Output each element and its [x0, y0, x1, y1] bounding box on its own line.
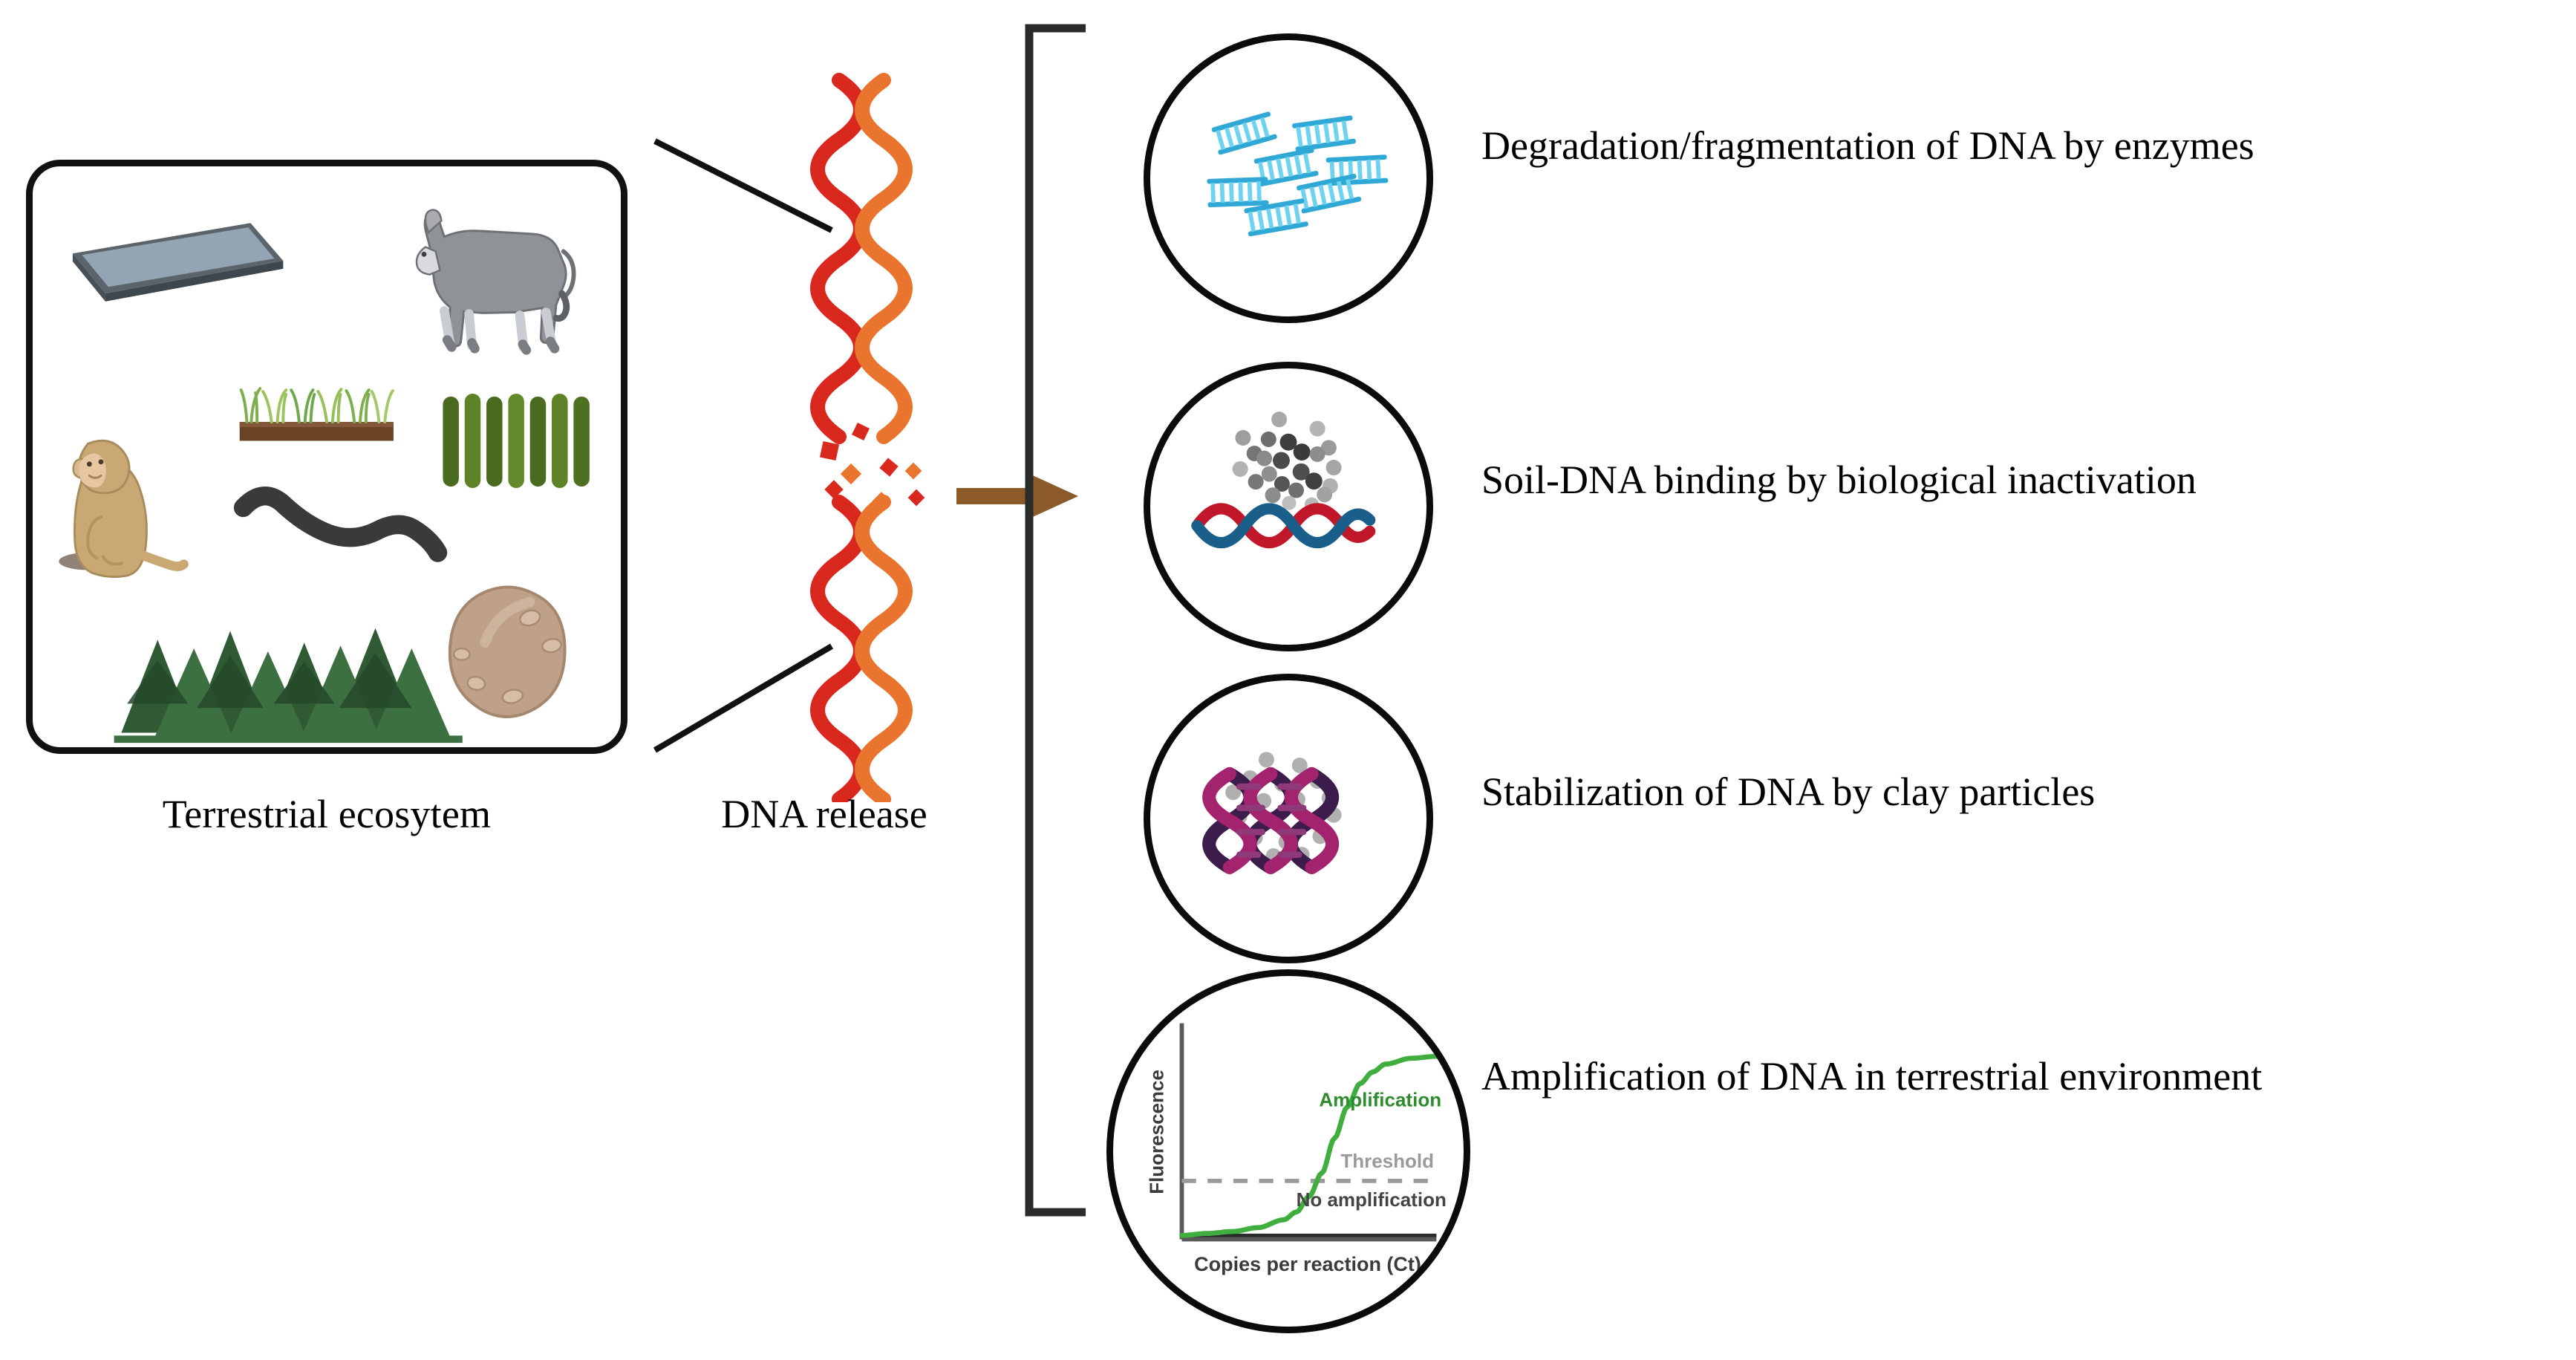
- no-amplification-annotation: No amplification: [1297, 1188, 1447, 1211]
- algae-icon: [443, 393, 590, 489]
- outcome-bubble-soil-binding[interactable]: [1144, 362, 1433, 651]
- soil-particles: [1232, 411, 1342, 512]
- dna-strands: [1191, 503, 1376, 549]
- amplification-annotation: Amplification: [1319, 1088, 1441, 1110]
- conifer-forest-icon: [114, 628, 463, 744]
- outcome-bubble-amplification[interactable]: Amplification Threshold No amplification…: [1106, 969, 1470, 1333]
- dna-release-arrow-icon: [956, 472, 1078, 520]
- qpcr-chart-icon: Amplification Threshold No amplification…: [1113, 976, 1464, 1327]
- ecosystem-caption: Terrestrial ecosytem: [162, 792, 492, 836]
- y-axis-label: Fluorescence: [1145, 1070, 1167, 1194]
- tuber-icon: [448, 585, 567, 718]
- outcome-label-degradation: Degradation/fragmentation of DNA by enzy…: [1481, 123, 2254, 168]
- dna-release-caption: DNA release: [721, 792, 927, 836]
- outcome-bubble-clay-stabilization[interactable]: [1144, 674, 1433, 963]
- dna-clay-icon: [1150, 680, 1426, 957]
- ecosystem-icons: [59, 209, 590, 744]
- dna-double-helix: [1202, 767, 1339, 874]
- dna-soil-binding-icon: [1150, 368, 1426, 645]
- monkey-icon: [59, 439, 189, 579]
- earthworm-icon: [233, 487, 448, 562]
- dna-fragments-icon: [1150, 40, 1426, 316]
- threshold-annotation: Threshold: [1340, 1150, 1434, 1172]
- dna-helix-icon: [810, 73, 913, 802]
- soil-tray-icon: [72, 223, 284, 302]
- outcome-label-clay-stabilization: Stabilization of DNA by clay particles: [1481, 770, 2096, 814]
- donkey-icon: [415, 209, 576, 355]
- x-axis-label: Copies per reaction (Ct): [1194, 1253, 1421, 1275]
- terrestrial-ecosystem-box: [26, 160, 627, 754]
- outcome-label-soil-binding: Soil-DNA binding by biological inactivat…: [1481, 458, 2197, 502]
- outcome-label-amplification: Amplification of DNA in terrestrial envi…: [1481, 1054, 2263, 1099]
- connector-line-top: [653, 138, 833, 233]
- outcomes-bracket: [1025, 24, 1086, 1217]
- dna-release-group: [653, 73, 1078, 802]
- outcome-bubble-degradation[interactable]: [1144, 33, 1433, 323]
- grass-patch-icon: [239, 387, 394, 441]
- amplification-curve: [1179, 1053, 1439, 1238]
- connector-line-bottom: [653, 643, 834, 753]
